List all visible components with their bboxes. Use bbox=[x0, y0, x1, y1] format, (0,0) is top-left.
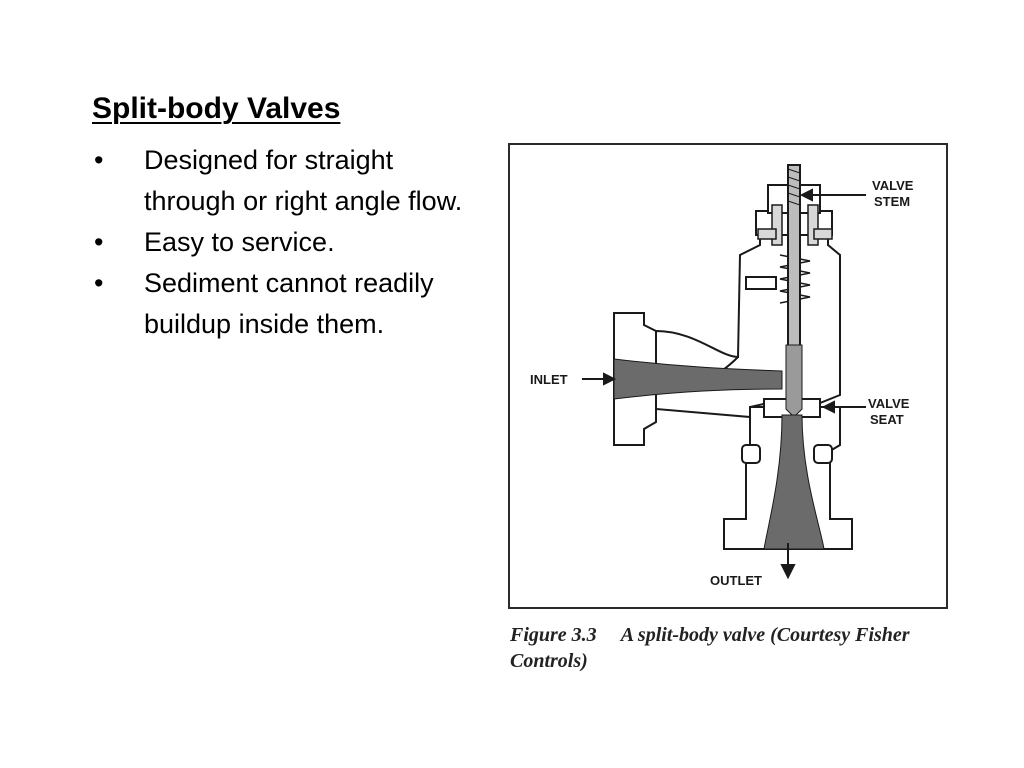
flow-passage bbox=[613, 344, 825, 550]
bullet-item: • Sediment cannot readily buildup inside… bbox=[92, 263, 492, 345]
bullet-text: Easy to service. bbox=[144, 227, 335, 257]
split-body-valve-diagram: VALVE STEM INLET VALVE SEAT OUTLET bbox=[530, 164, 914, 588]
bullet-marker: • bbox=[94, 268, 104, 298]
bullet-marker: • bbox=[94, 145, 104, 175]
inlet-label: INLET bbox=[530, 372, 568, 387]
outlet-label: OUTLET bbox=[710, 573, 762, 588]
bullet-item: • Designed for straight through or right… bbox=[92, 140, 492, 222]
slide-title: Split-body Valves bbox=[92, 92, 341, 125]
valve-seat-label: SEAT bbox=[870, 412, 904, 427]
callout-arrows bbox=[582, 188, 866, 580]
caption-line-2: Controls) bbox=[510, 650, 588, 672]
caption-figure-number: Figure 3.3 bbox=[510, 624, 597, 646]
bullet-list: • Designed for straight through or right… bbox=[92, 140, 492, 345]
valve-seat-label: VALVE bbox=[868, 396, 910, 411]
bullet-text: Sediment cannot readily buildup inside t… bbox=[144, 268, 434, 339]
valve-stem-label: VALVE bbox=[872, 178, 914, 193]
valve-stem-label: STEM bbox=[874, 194, 910, 209]
bonnet-bolts bbox=[757, 204, 833, 246]
caption-text: A split-body valve (Courtesy Fisher bbox=[620, 624, 910, 646]
figure-frame: VALVE STEM INLET VALVE SEAT OUTLET bbox=[508, 143, 948, 609]
bullet-text: Designed for straight through or right a… bbox=[144, 145, 463, 216]
caption-line-1: Figure 3.3 A split-body valve (Courtesy F… bbox=[510, 622, 955, 648]
figure-caption: Figure 3.3 A split-body valve (Courtesy F… bbox=[510, 622, 955, 674]
bullet-item: • Easy to service. bbox=[92, 222, 492, 263]
bullet-marker: • bbox=[94, 227, 104, 257]
